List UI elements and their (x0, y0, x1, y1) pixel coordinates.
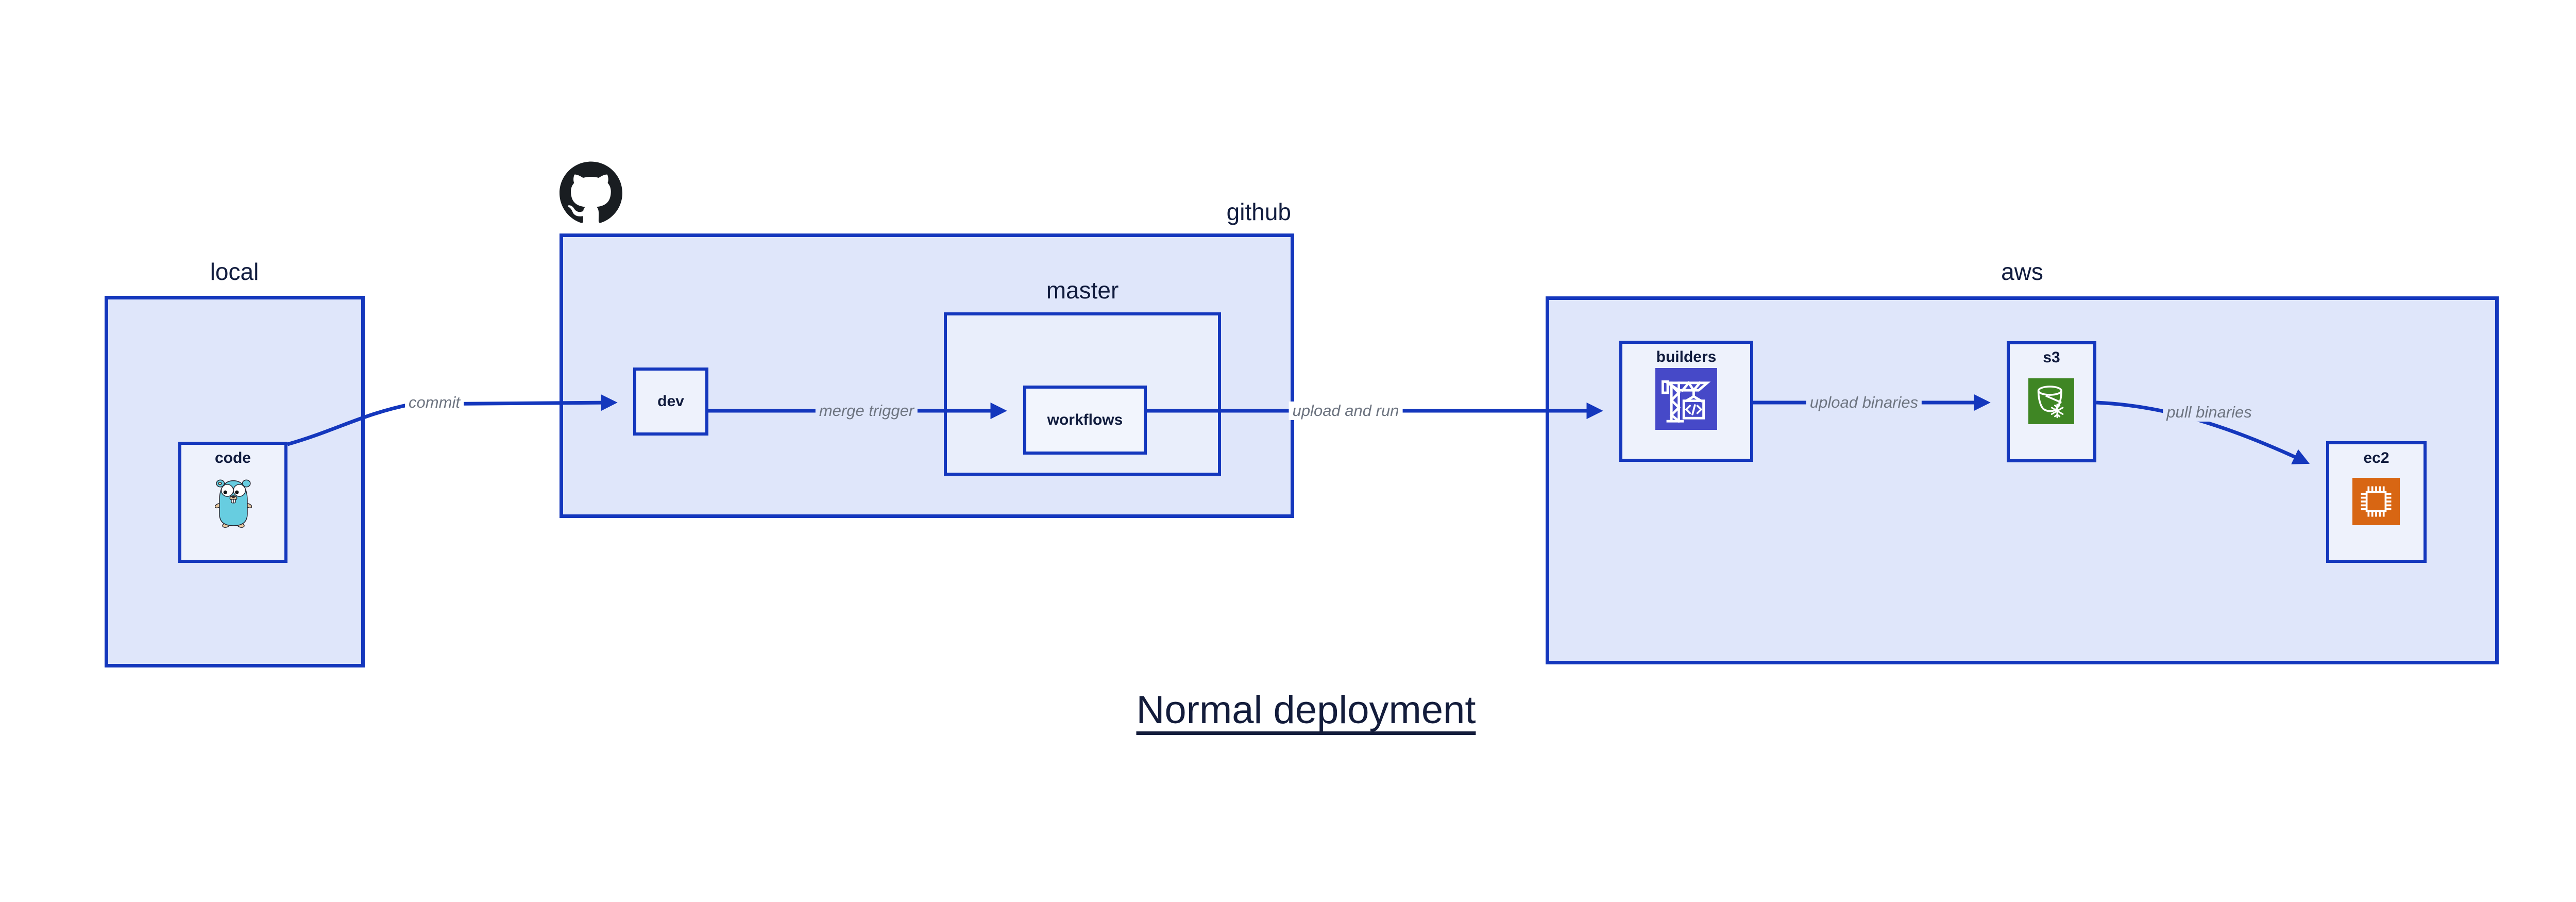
go-gopher-icon (215, 475, 252, 529)
workflows-node-label-text: workflows (1047, 411, 1123, 428)
github-logo-icon (560, 160, 622, 225)
dev-node-label-text: dev (657, 393, 684, 410)
dev-node-label: dev (633, 368, 708, 436)
codebuild-crane-icon (1655, 368, 1717, 430)
edge-label-upload-and-run: upload and run (1289, 401, 1403, 421)
master-container-label: master (1046, 277, 1119, 304)
edge-label-commit: commit (405, 393, 464, 412)
s3-node-label: s3 (2043, 349, 2060, 366)
aws-container-label: aws (2001, 258, 2043, 285)
ec2-node-label: ec2 (2363, 449, 2389, 466)
workflows-node-label: workflows (1023, 386, 1147, 455)
diagram-title: Normal deployment (1136, 688, 1476, 732)
ec2-chip-icon (2352, 476, 2400, 527)
local-container-label: local (210, 258, 259, 285)
builders-node-label: builders (1656, 348, 1717, 365)
edge-label-merge-trigger: merge trigger (815, 401, 918, 421)
edge-label-pull-binaries: pull binaries (2163, 403, 2256, 422)
workflows-node-box (1023, 386, 1147, 455)
github-container-label: github (1226, 198, 1291, 225)
dev-node-box (633, 368, 708, 436)
s3-glacier-bucket-icon (2028, 378, 2074, 424)
code-node-label: code (214, 449, 251, 466)
edge-label-upload-binaries: upload binaries (1806, 393, 1922, 412)
